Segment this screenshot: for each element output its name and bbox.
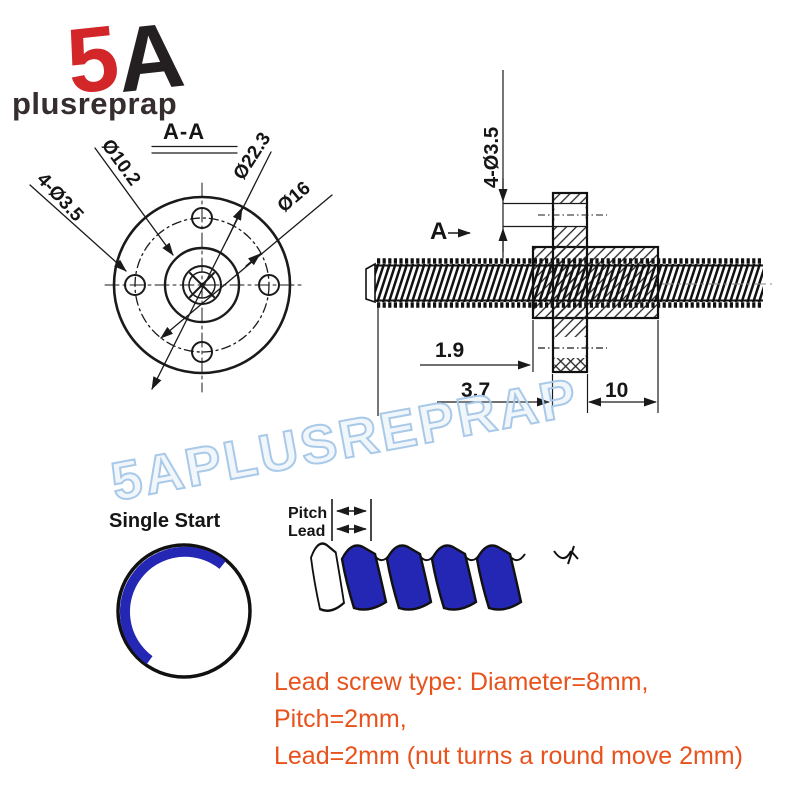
leader-hub <box>94 147 174 256</box>
mount-hole-bottom <box>191 341 213 363</box>
helix-band-2 <box>385 544 433 611</box>
description-line-3: Lead=2mm (nut turns a round move 2mm) <box>274 742 743 770</box>
pitch-lead-diagram <box>309 499 579 613</box>
dim-thread-start: 1.9 <box>435 339 464 362</box>
description-line-1: Lead screw type: Diameter=8mm, <box>274 668 649 696</box>
leader-mount-holes <box>29 184 127 272</box>
brand-wordmark: plusreprap <box>12 86 178 121</box>
helix-band-1 <box>340 544 388 611</box>
pitch-label: Pitch <box>288 505 327 522</box>
dim-mount-holes-side: 4-Ø3.5 <box>481 127 503 188</box>
screw-end-chamfer <box>365 262 376 304</box>
single-start-diagram <box>116 543 252 679</box>
screw-thread-band <box>375 264 763 302</box>
screw-end-circle <box>116 543 252 679</box>
center-bore-hatch <box>189 272 215 298</box>
thread-helix <box>309 542 579 613</box>
mount-hole-right <box>258 274 280 296</box>
description-line-2: Pitch=2mm, <box>274 705 407 733</box>
single-start-thread-arc <box>119 546 226 665</box>
helix-band-4 <box>475 544 523 611</box>
dim-body-length: 10 <box>605 379 628 402</box>
section-title: A-A <box>163 119 205 144</box>
leader-outer-diameter <box>151 151 272 390</box>
dim-flange-offset: 3.7 <box>461 379 490 402</box>
logo-glyph-a: A <box>112 4 189 112</box>
lead-label: Lead <box>288 523 325 540</box>
leader-bolt-circle <box>160 194 333 339</box>
section-title-underline <box>151 145 238 154</box>
logo-glyph-5: 5 <box>62 7 124 114</box>
dim-hub-diameter: Ø10.2 <box>97 136 144 190</box>
dim-bolt-circle: Ø16 <box>274 178 315 217</box>
side-view-nut-on-screw <box>365 70 772 416</box>
section-arrow-label: A <box>430 218 447 245</box>
helix-band-3 <box>430 544 478 611</box>
mount-hole-left <box>124 274 146 296</box>
single-start-label: Single Start <box>109 510 220 532</box>
helix-tail <box>553 545 579 565</box>
front-view-flange-nut <box>29 145 333 393</box>
dim-mount-holes-front: 4-Ø3.5 <box>32 169 87 226</box>
brand-logo: 5 A <box>62 4 189 114</box>
flange-crosshatch <box>554 358 586 371</box>
mount-hole-top <box>191 207 213 229</box>
helix-start-arch <box>309 542 346 613</box>
